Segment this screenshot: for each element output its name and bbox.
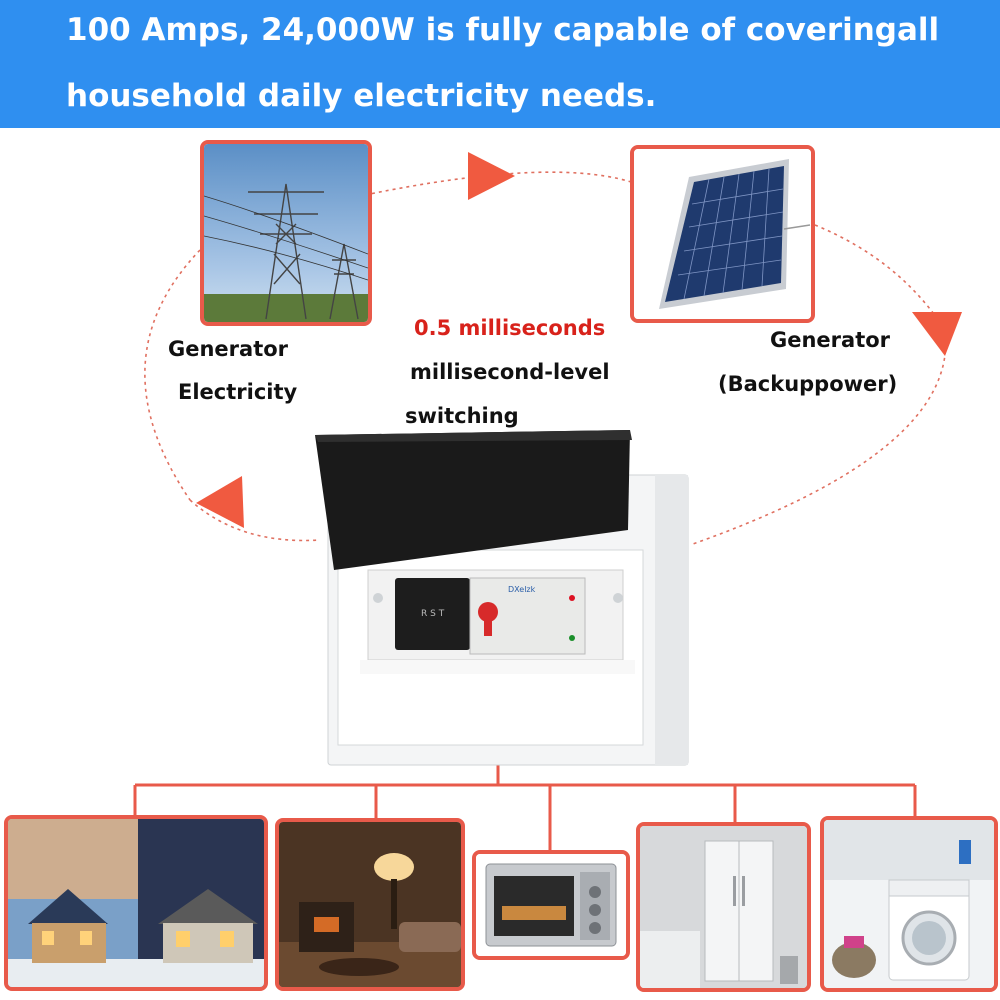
loop-path xyxy=(689,329,947,546)
transfer-switch-enclosure: R S T DXelzk xyxy=(310,430,690,770)
switch-speed-label: 0.5 milliseconds xyxy=(414,316,606,340)
backup-source-sublabel: (Backuppower) xyxy=(718,372,898,396)
house-solar-image xyxy=(4,815,268,991)
loop-path xyxy=(364,171,641,196)
grid-source-label: Generator xyxy=(168,337,289,361)
washer-image xyxy=(820,816,998,992)
svg-text:R S T: R S T xyxy=(421,609,445,619)
svg-text:DXelzk: DXelzk xyxy=(508,585,536,594)
oven-image xyxy=(472,850,630,960)
switch-type-sublabel: switching xyxy=(405,404,519,428)
solar-panel-image xyxy=(630,145,815,323)
switch-type-label: millisecond-level xyxy=(410,360,610,384)
grid-source-sublabel: Electricity xyxy=(178,380,298,404)
grid-tower-image xyxy=(200,140,372,326)
loop-path xyxy=(189,499,321,542)
refrigerator-image xyxy=(636,822,811,992)
living-room-image xyxy=(275,818,465,991)
header-banner: 100 Amps, 24,000W is fully capable of co… xyxy=(0,0,1000,128)
flow-arrow-left xyxy=(196,476,244,528)
loop-path xyxy=(144,249,201,501)
flow-arrow-right xyxy=(912,312,962,356)
flow-arrow-top xyxy=(468,152,515,200)
banner-headline-line2: household daily electricity needs. xyxy=(66,78,657,114)
loop-path xyxy=(814,224,946,331)
banner-headline-line1: 100 Amps, 24,000W is fully capable of co… xyxy=(66,12,940,48)
backup-source-label: Generator xyxy=(770,328,891,352)
